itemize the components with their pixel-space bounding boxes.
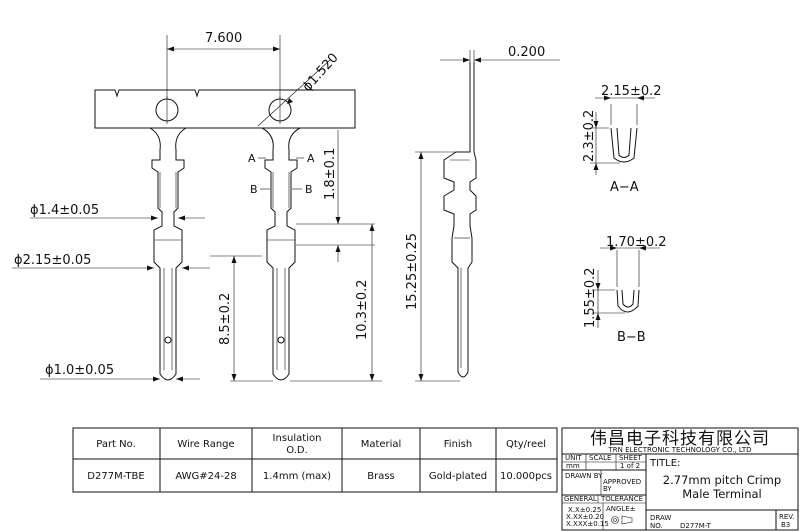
diameter-dims-left: ϕ1.4±0.05 ϕ2.15±0.05 ϕ1.0±0.05 xyxy=(12,203,210,382)
total-length-dim: 15.25±0.25 xyxy=(405,151,460,382)
svg-text:APPROVED: APPROVED xyxy=(603,478,641,486)
svg-text:X.XX±0.20: X.XX±0.20 xyxy=(566,513,604,521)
company-name-en: TRN ELECTRONIC TECHNOLOGY CO., LTD xyxy=(607,446,751,454)
svg-text:UNIT: UNIT xyxy=(565,454,582,462)
svg-text:A: A xyxy=(248,152,256,165)
title-line2: Male Terminal xyxy=(682,487,762,501)
projection-symbol-icon xyxy=(611,515,633,525)
title-line1: 2.77mm pitch Crimp xyxy=(663,473,781,487)
crimp-dia-label: ϕ1.4±0.05 xyxy=(30,203,99,218)
svg-text:REV.: REV. xyxy=(779,513,794,521)
insulation-dia-label: ϕ2.15±0.05 xyxy=(14,253,91,268)
svg-text:NO.: NO. xyxy=(650,522,663,530)
header-part-no: Part No. xyxy=(96,439,136,450)
svg-text:X.XXX±0.15: X.XXX±0.15 xyxy=(566,520,609,528)
crimp-height-label: 1.8±0.1 xyxy=(323,148,338,200)
bb-height-label: 1.55±0.2 xyxy=(583,267,598,328)
header-qty: Qty/reel xyxy=(506,439,546,450)
pitch-dimension: 7.600 xyxy=(166,31,281,99)
bb-width-label: 1.70±0.2 xyxy=(606,235,667,250)
svg-text:GENERAL: GENERAL xyxy=(564,495,597,503)
svg-text:ANGLE±: ANGLE± xyxy=(606,505,636,513)
header-insulation: Insulation xyxy=(273,433,322,444)
carrier-strip xyxy=(94,89,356,129)
hole-diameter-leader: ϕ1.520 xyxy=(257,51,342,127)
tail-length-label: 10.3±0.2 xyxy=(355,279,370,340)
svg-text:SHEET: SHEET xyxy=(619,454,643,462)
title-label: TITLE: xyxy=(649,458,680,469)
terminal-left xyxy=(149,127,187,381)
svg-text:A: A xyxy=(307,152,315,165)
pin-dia-label: ϕ1.0±0.05 xyxy=(45,363,114,378)
value-wire-range: AWG#24-28 xyxy=(175,471,236,482)
value-qty: 10.000pcs xyxy=(500,471,552,482)
company-name-cn: 伟昌电子科技有限公司 xyxy=(590,429,770,449)
aa-height-label: 2.3±0.2 xyxy=(582,110,597,162)
total-length-label: 15.25±0.25 xyxy=(405,233,420,310)
svg-text:TOLERANCE: TOLERANCE xyxy=(600,495,643,503)
svg-text:SCALE: SCALE xyxy=(589,454,611,462)
svg-text:1 of 2: 1 of 2 xyxy=(620,462,640,470)
header-insulation-od: O.D. xyxy=(286,445,308,456)
section-bb-label: B−B xyxy=(617,330,646,345)
section-marks: A A B B xyxy=(248,152,315,196)
svg-text:X.X±0.25: X.X±0.25 xyxy=(568,506,601,514)
draw-number: D277M-T xyxy=(680,522,712,530)
value-finish: Gold-plated xyxy=(429,471,487,482)
value-part-no: D277M-TBE xyxy=(87,471,144,482)
aa-width-label: 2.15±0.2 xyxy=(601,84,662,99)
tail-length-dim: 10.3±0.2 xyxy=(290,224,382,382)
svg-text:DRAW: DRAW xyxy=(650,514,671,522)
crimp-height-dim: 1.8±0.1 xyxy=(296,130,375,262)
section-aa: 2.15±0.2 2.3±0.2 A−A xyxy=(582,84,662,195)
svg-text:mm: mm xyxy=(566,462,580,470)
thickness-label: 0.200 xyxy=(508,45,545,60)
title-block: 伟昌电子科技有限公司 TRN ELECTRONIC TECHNOLOGY CO.… xyxy=(561,427,799,531)
value-material: Brass xyxy=(367,471,395,482)
svg-text:B: B xyxy=(250,183,258,196)
header-wire-range: Wire Range xyxy=(177,439,234,450)
revision: B3 xyxy=(781,521,790,529)
header-finish: Finish xyxy=(444,439,472,450)
contact-length-label: 8.5±0.2 xyxy=(218,293,233,345)
terminal-right xyxy=(261,127,301,381)
svg-text:B: B xyxy=(305,183,313,196)
hole-dia-label: ϕ1.520 xyxy=(300,51,342,95)
thickness-dim: 0.200 xyxy=(440,45,560,72)
pitch-label: 7.600 xyxy=(205,31,242,46)
svg-text:BY: BY xyxy=(603,485,612,493)
value-insulation: 1.4mm (max) xyxy=(263,471,331,482)
header-material: Material xyxy=(361,439,402,450)
section-bb: 1.70±0.2 1.55±0.2 B−B xyxy=(583,235,667,345)
spec-table: Part No. Wire Range Insulation O.D. Mate… xyxy=(72,427,558,493)
terminal-side-view xyxy=(443,62,477,378)
svg-text:DRAWN BY: DRAWN BY xyxy=(565,472,603,480)
section-aa-label: A−A xyxy=(610,180,639,195)
contact-length-dim: 8.5±0.2 xyxy=(210,255,273,382)
